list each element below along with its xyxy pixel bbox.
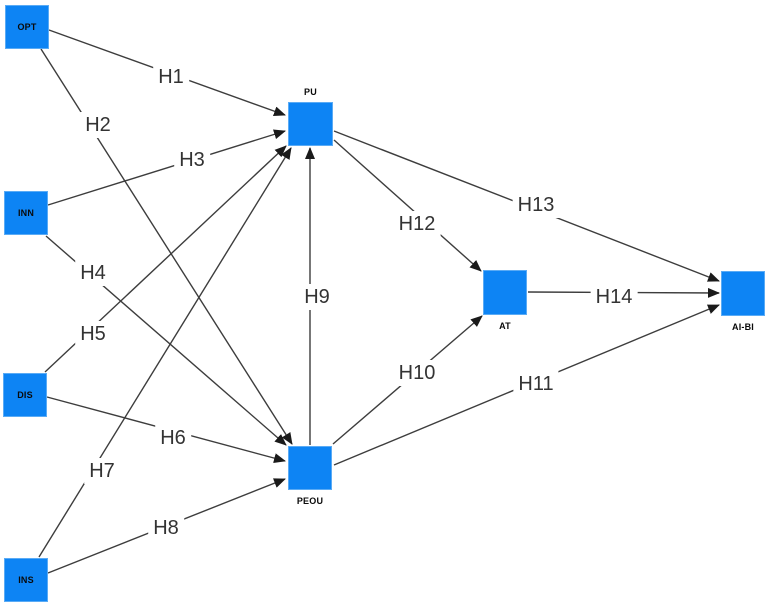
edge-label-h11: H11 [513, 371, 559, 397]
edge-label-h6: H6 [155, 425, 191, 451]
node-label-opt: OPT [17, 22, 37, 32]
edge-label-h13: H13 [512, 192, 560, 218]
edge-label-h7: H7 [84, 458, 120, 484]
edge-label-h5: H5 [75, 321, 111, 347]
node-at [483, 270, 527, 315]
node-ai-bi [721, 271, 765, 316]
node-label-ai-bi: AI-BI [732, 322, 754, 332]
edge-label-h12: H12 [393, 211, 441, 237]
node-pu [288, 102, 333, 146]
edge-h3 [47, 129, 286, 206]
edge-label-h9: H9 [299, 284, 335, 310]
edge-label-h14: H14 [590, 284, 638, 310]
edge-label-h1: H1 [153, 64, 189, 90]
node-opt: OPT [5, 5, 49, 49]
edge-label-h4: H4 [75, 260, 111, 286]
node-ins: INS [4, 558, 48, 602]
node-label-at: AT [499, 321, 511, 331]
edge-label-h2: H2 [80, 112, 116, 138]
edge-label-h3: H3 [174, 147, 210, 173]
edge-label-h8: H8 [148, 515, 184, 541]
node-label-inn: INN [17, 208, 35, 218]
node-label-dis: DIS [17, 390, 33, 400]
edge-h12 [333, 139, 482, 272]
node-label-ins: INS [18, 575, 34, 585]
edge-h2 [40, 48, 293, 445]
edge-h7 [38, 147, 292, 558]
node-peou [288, 446, 332, 490]
node-dis: DIS [3, 373, 47, 417]
node-inn: INN [4, 191, 48, 235]
edge-label-h10: H10 [393, 360, 441, 386]
node-label-peou: PEOU [296, 496, 324, 506]
node-label-pu: PU [304, 87, 317, 97]
